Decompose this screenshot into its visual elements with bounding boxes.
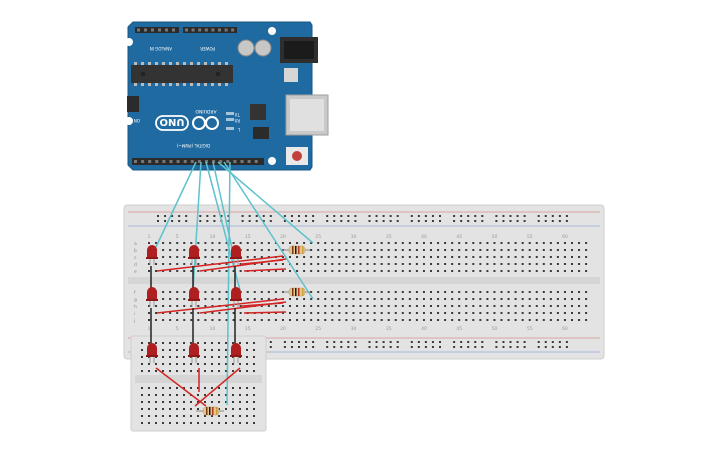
capacitor — [254, 39, 272, 57]
wire-signal[interactable] — [217, 161, 314, 244]
column-number: 35 — [386, 234, 392, 240]
mount-hole — [125, 117, 133, 125]
wire-red[interactable] — [243, 311, 287, 314]
led[interactable] — [146, 245, 158, 265]
analog-in-label: ANALOG IN — [150, 46, 172, 51]
l-label: L — [237, 127, 240, 132]
mount-hole — [268, 27, 276, 35]
row-letter-b: b — [134, 248, 137, 254]
power-label: POWER — [200, 46, 215, 51]
capacitor — [237, 39, 255, 57]
column-number: 5 — [176, 234, 179, 240]
column-number: 50 — [492, 326, 498, 332]
row-letter-a: a — [134, 242, 137, 247]
column-number: 1 — [148, 234, 151, 240]
signal-wires[interactable] — [155, 161, 314, 406]
led[interactable] — [230, 245, 242, 265]
voltage-regulator — [284, 68, 298, 82]
led[interactable] — [188, 343, 200, 363]
column-number: 20 — [280, 326, 286, 332]
icsp-header[interactable] — [127, 96, 139, 112]
column-number: 30 — [351, 326, 357, 332]
reset-button[interactable] — [292, 151, 302, 161]
column-number: 50 — [492, 234, 498, 240]
led[interactable] — [230, 287, 242, 307]
tx-led — [226, 112, 234, 115]
resistor[interactable] — [282, 287, 310, 297]
column-number: 20 — [280, 234, 286, 240]
row-letter-h: h — [134, 304, 137, 310]
wire-signal[interactable] — [226, 161, 231, 406]
column-number: 15 — [245, 326, 251, 332]
on-label: ON — [134, 118, 140, 123]
wire-red[interactable] — [243, 268, 287, 272]
breadboard-small-holes — [141, 342, 255, 424]
led[interactable] — [146, 287, 158, 307]
arduino-brand-label: ARDUINO — [195, 108, 217, 114]
column-number: 10 — [210, 234, 216, 240]
resistor[interactable] — [282, 245, 310, 255]
column-number: 30 — [351, 234, 357, 240]
breadboard-main-column-numbers: 1155101015152020252530303535404045455050… — [148, 234, 568, 332]
mount-hole — [125, 38, 133, 46]
column-number: 15 — [245, 234, 251, 240]
column-number: 60 — [562, 326, 568, 332]
column-number: 60 — [562, 234, 568, 240]
column-number: 55 — [527, 326, 533, 332]
red-wires[interactable] — [155, 255, 287, 407]
column-number: 25 — [315, 234, 321, 240]
rx-led — [226, 118, 234, 121]
column-number: 45 — [456, 234, 462, 240]
row-letter-c: c — [134, 256, 137, 261]
led-matrix[interactable] — [146, 245, 242, 363]
column-number: 45 — [456, 326, 462, 332]
mount-hole — [268, 157, 276, 165]
uno-label: UNO — [160, 116, 185, 127]
wire-signal[interactable] — [223, 161, 314, 300]
wire-signal[interactable] — [155, 161, 197, 248]
wire-red[interactable] — [155, 367, 207, 407]
row-letter-e: e — [134, 270, 137, 275]
wire-red[interactable] — [156, 255, 284, 272]
wire-red[interactable] — [241, 259, 284, 265]
led[interactable] — [188, 245, 200, 265]
column-number: 5 — [176, 326, 179, 332]
column-number: 35 — [386, 326, 392, 332]
wire-red[interactable] — [194, 367, 241, 407]
row-letter-d: d — [134, 262, 137, 268]
digital-label: DIGITAL (PWM~) — [176, 143, 210, 148]
wire-red[interactable] — [156, 298, 284, 314]
led[interactable] — [146, 343, 158, 363]
row-letter-i: i — [134, 311, 135, 317]
wire-red[interactable] — [241, 302, 284, 307]
row-letter-f: f — [134, 290, 136, 296]
column-number: 55 — [527, 234, 533, 240]
tx-label: TX — [235, 112, 241, 117]
usb-chip — [250, 104, 266, 120]
column-number: 10 — [210, 326, 216, 332]
row-letter-j: j — [133, 318, 135, 324]
row-letter-g: g — [134, 298, 137, 303]
column-number: 40 — [421, 326, 427, 332]
led[interactable] — [230, 343, 242, 363]
arduino-uno-board[interactable]: ANALOG IN POWER UNO ARDUINO TX RX L ON D… — [125, 21, 329, 171]
atmega-chip — [131, 65, 233, 83]
column-number: 40 — [421, 234, 427, 240]
rx-label: RX — [234, 118, 240, 123]
wire-signal[interactable] — [192, 161, 202, 291]
icsp2-header[interactable] — [253, 127, 269, 139]
column-number: 25 — [315, 326, 321, 332]
breadboard-main-holes — [148, 215, 588, 348]
power-header[interactable] — [183, 27, 237, 33]
led[interactable] — [188, 287, 200, 307]
column-number: 1 — [148, 326, 151, 332]
resistor[interactable] — [196, 406, 224, 416]
uno-logo — [155, 115, 189, 131]
l-led — [226, 127, 234, 130]
analog-header[interactable] — [135, 27, 179, 33]
